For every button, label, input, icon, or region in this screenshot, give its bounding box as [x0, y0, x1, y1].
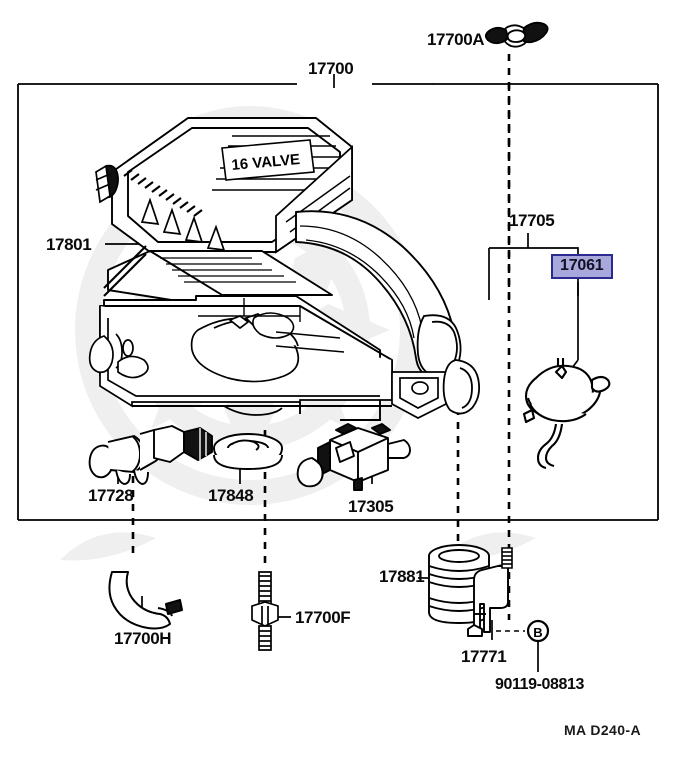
frame-title-17700: 17700	[302, 60, 360, 77]
footer-drawing-code: MA D240-A	[564, 722, 641, 738]
label-17700h: 17700H	[114, 629, 172, 648]
label-17700f: 17700F	[295, 608, 351, 627]
label-17848: 17848	[208, 486, 254, 505]
label-17801: 17801	[46, 235, 92, 254]
label-17700a: 17700A	[427, 30, 485, 49]
label-17728: 17728	[88, 486, 134, 505]
label-90119-08813: 90119-08813	[495, 676, 585, 693]
label-17881: 17881	[379, 567, 425, 586]
label-17305: 17305	[348, 497, 394, 516]
emboss-text-16-valve: 16 VALVE	[231, 151, 301, 174]
label-17061-highlighted[interactable]: 17061	[551, 254, 613, 279]
label-17771: 17771	[461, 647, 507, 666]
bolt-marker-letter: B	[533, 625, 542, 640]
label-17705: 17705	[509, 211, 555, 230]
